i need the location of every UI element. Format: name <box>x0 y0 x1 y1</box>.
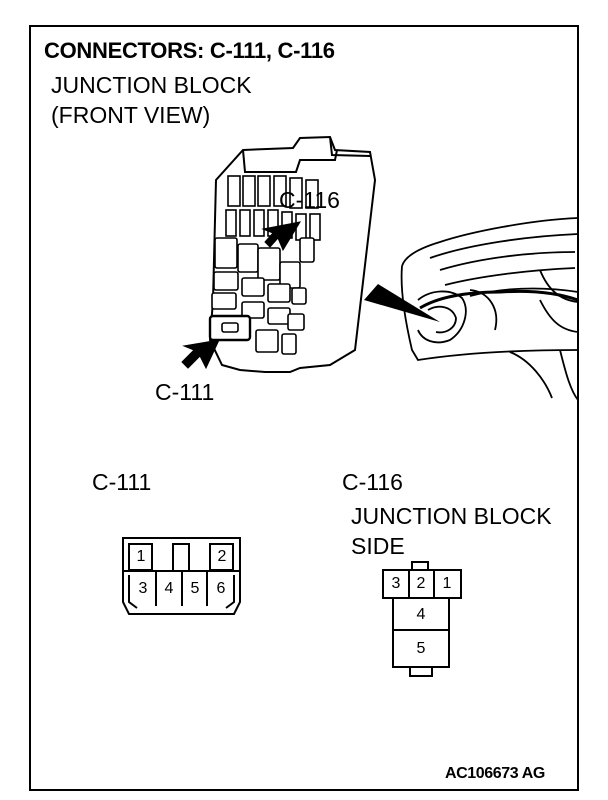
c116-callout-label: C-116 <box>279 187 340 213</box>
c111-callout-label: C-111 <box>155 379 215 405</box>
c116-connector-label: C-116 <box>342 469 403 495</box>
c111-connector-label: C-111 <box>92 469 152 495</box>
c116-connector-face <box>382 561 462 677</box>
c116-pin-2: 2 <box>416 575 426 592</box>
junction-block-label: JUNCTION BLOCK <box>51 72 252 98</box>
location-pointer <box>364 284 440 322</box>
c111-pin-5: 5 <box>190 580 200 597</box>
c111-pin-6: 6 <box>216 580 226 597</box>
c116-pin-1: 1 <box>442 575 452 592</box>
wiring-harness <box>419 289 579 310</box>
c116-pin-5: 5 <box>416 640 426 657</box>
junction-block-side-label: JUNCTION BLOCK <box>351 503 552 529</box>
c116-pin-4: 4 <box>416 606 426 623</box>
c116-pin-3: 3 <box>391 575 401 592</box>
c111-pin-2: 2 <box>217 548 227 565</box>
vehicle-dash-sketch <box>400 217 579 401</box>
fuse-grid <box>208 175 321 355</box>
front-view-label: (FRONT VIEW) <box>51 102 211 128</box>
figure-frame <box>29 25 579 791</box>
c116-arrow <box>261 221 302 252</box>
c111-pin-3: 3 <box>138 580 148 597</box>
figure-title: CONNECTORS: C-111, C-116 <box>44 38 335 63</box>
c111-connector-face <box>122 537 241 615</box>
figure-code: AC106673 AG <box>445 765 545 782</box>
c111-pin-1: 1 <box>136 548 146 565</box>
c111-pin-4: 4 <box>164 580 174 597</box>
side-label: SIDE <box>351 533 405 559</box>
c111-arrow <box>181 339 220 370</box>
